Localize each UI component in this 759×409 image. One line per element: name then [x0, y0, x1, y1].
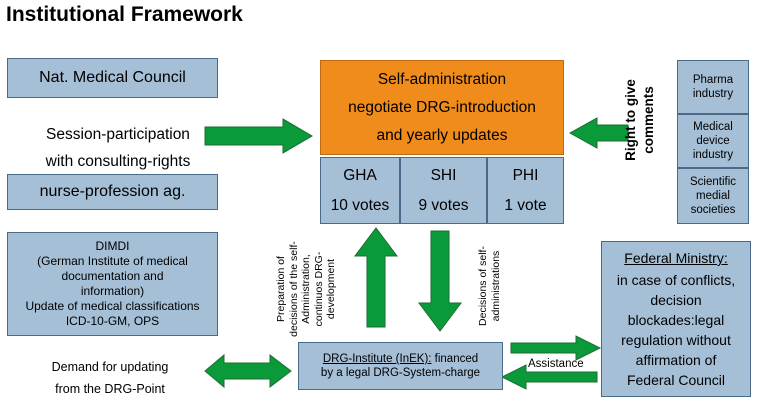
scientific-line-3: societies	[690, 204, 736, 216]
self-admin-line-2: negotiate DRG-introduction	[348, 98, 536, 116]
pharma-line-1: Pharma	[692, 74, 734, 86]
dimdi-line-1: DIMDI	[95, 239, 130, 253]
device-line-1: Medical	[693, 121, 733, 133]
commenter-medical-device: Medical device industry	[677, 114, 749, 168]
arrow-double-demand	[204, 353, 292, 389]
ministry-line-3: blockades:legal	[627, 312, 725, 328]
ministry-line-6: Federal Council	[626, 372, 726, 388]
arrow-down-decisions	[418, 230, 462, 332]
arrow-session-to-selfadmin	[204, 118, 313, 154]
member-phi-votes: 1 vote	[504, 196, 547, 214]
prep-line-2: decisions of the self-	[287, 241, 300, 337]
member-phi: PHI 1 vote	[487, 157, 564, 224]
prep-line-5: development	[325, 258, 337, 320]
commenter-pharma: Pharma industry	[677, 60, 749, 114]
prep-line-3: Administration,	[300, 254, 312, 324]
right-to-comment-label: Right to give comments	[622, 60, 662, 180]
right-line-1: Right to give	[623, 79, 638, 161]
device-line-3: industry	[692, 149, 734, 161]
ministry-line-5: affirmation of	[635, 352, 717, 368]
nurse-profession-box: nurse-profession ag.	[7, 174, 218, 210]
arrow-ministry-to-inek	[500, 364, 598, 390]
nat-medical-council-box: Nat. Medical Council	[7, 58, 218, 98]
inek-name: DRG-Institute (InEK):	[322, 353, 432, 365]
assistance-label: Assistance	[528, 358, 584, 370]
scientific-line-1: Scientific	[689, 176, 737, 188]
dimdi-line-6: ICD-10-GM, OPS	[65, 314, 160, 328]
session-line-1: Session-participation	[46, 126, 190, 143]
nat-medical-council-label: Nat. Medical Council	[39, 69, 186, 86]
pharma-line-2: industry	[692, 88, 734, 100]
prep-line-4: continuos DRG-	[312, 251, 325, 327]
arrow-assistance-to-ministry	[510, 335, 602, 361]
member-shi-name: SHI	[430, 166, 457, 184]
dimdi-line-5: Update of medical classifications	[25, 299, 200, 313]
decisions-label: Decisions of self- administrations	[477, 236, 505, 336]
decisions-line-1: Decisions of self-	[477, 246, 489, 326]
inek-line-1: DRG-Institute (InEK): financed	[323, 352, 478, 366]
session-line-2: with consulting-rights	[45, 153, 191, 170]
dimdi-line-3: documentation and	[61, 269, 164, 283]
federal-ministry-box: Federal Ministry: in case of conflicts, …	[601, 241, 751, 397]
ministry-line-2: decision	[650, 292, 702, 308]
ministry-line-1: in case of conflicts,	[616, 272, 736, 288]
commenter-scientific: Scientific medial societies	[677, 168, 749, 224]
decisions-line-2: administrations	[489, 250, 502, 322]
demand-line-2: from the DRG-Point	[55, 382, 165, 396]
scientific-line-2: medial	[696, 190, 730, 202]
self-admin-line-3: and yearly updates	[376, 126, 508, 144]
self-admin-line-1: Self-administration	[377, 70, 507, 88]
member-gha-votes: 10 votes	[330, 196, 390, 214]
demand-text: Demand for updating from the DRG-Point	[20, 356, 200, 400]
inek-financed: financed	[431, 353, 479, 365]
preparation-label: Preparation of decisions of the self- Ad…	[275, 239, 339, 339]
member-gha: GHA 10 votes	[320, 157, 400, 224]
nurse-profession-label: nurse-profession ag.	[39, 183, 186, 200]
device-line-2: device	[696, 135, 730, 147]
member-shi: SHI 9 votes	[400, 157, 487, 224]
dimdi-line-4: information)	[80, 284, 145, 298]
demand-line-1: Demand for updating	[51, 360, 169, 374]
arrow-up-preparation	[354, 227, 398, 328]
inek-line-2: by a legal DRG-System-charge	[320, 367, 481, 379]
arrow-comments-to-selfadmin	[568, 117, 629, 149]
right-line-2: comments	[641, 86, 656, 154]
self-administration-box: Self-administration negotiate DRG-introd…	[320, 60, 564, 155]
ministry-line-4: regulation without	[621, 332, 731, 348]
member-phi-name: PHI	[512, 166, 539, 184]
ministry-heading: Federal Ministry:	[624, 250, 728, 266]
inek-box: DRG-Institute (InEK): financed by a lega…	[298, 342, 503, 390]
session-participation-text: Session-participation with consulting-ri…	[20, 121, 216, 175]
member-shi-votes: 9 votes	[418, 196, 469, 214]
dimdi-line-2: (German Institute of medical	[37, 254, 188, 268]
page-title: Institutional Framework	[6, 3, 243, 26]
member-gha-name: GHA	[343, 166, 377, 184]
prep-line-1: Preparation of	[275, 256, 287, 322]
dimdi-box: DIMDI (German Institute of medical docum…	[7, 232, 218, 336]
